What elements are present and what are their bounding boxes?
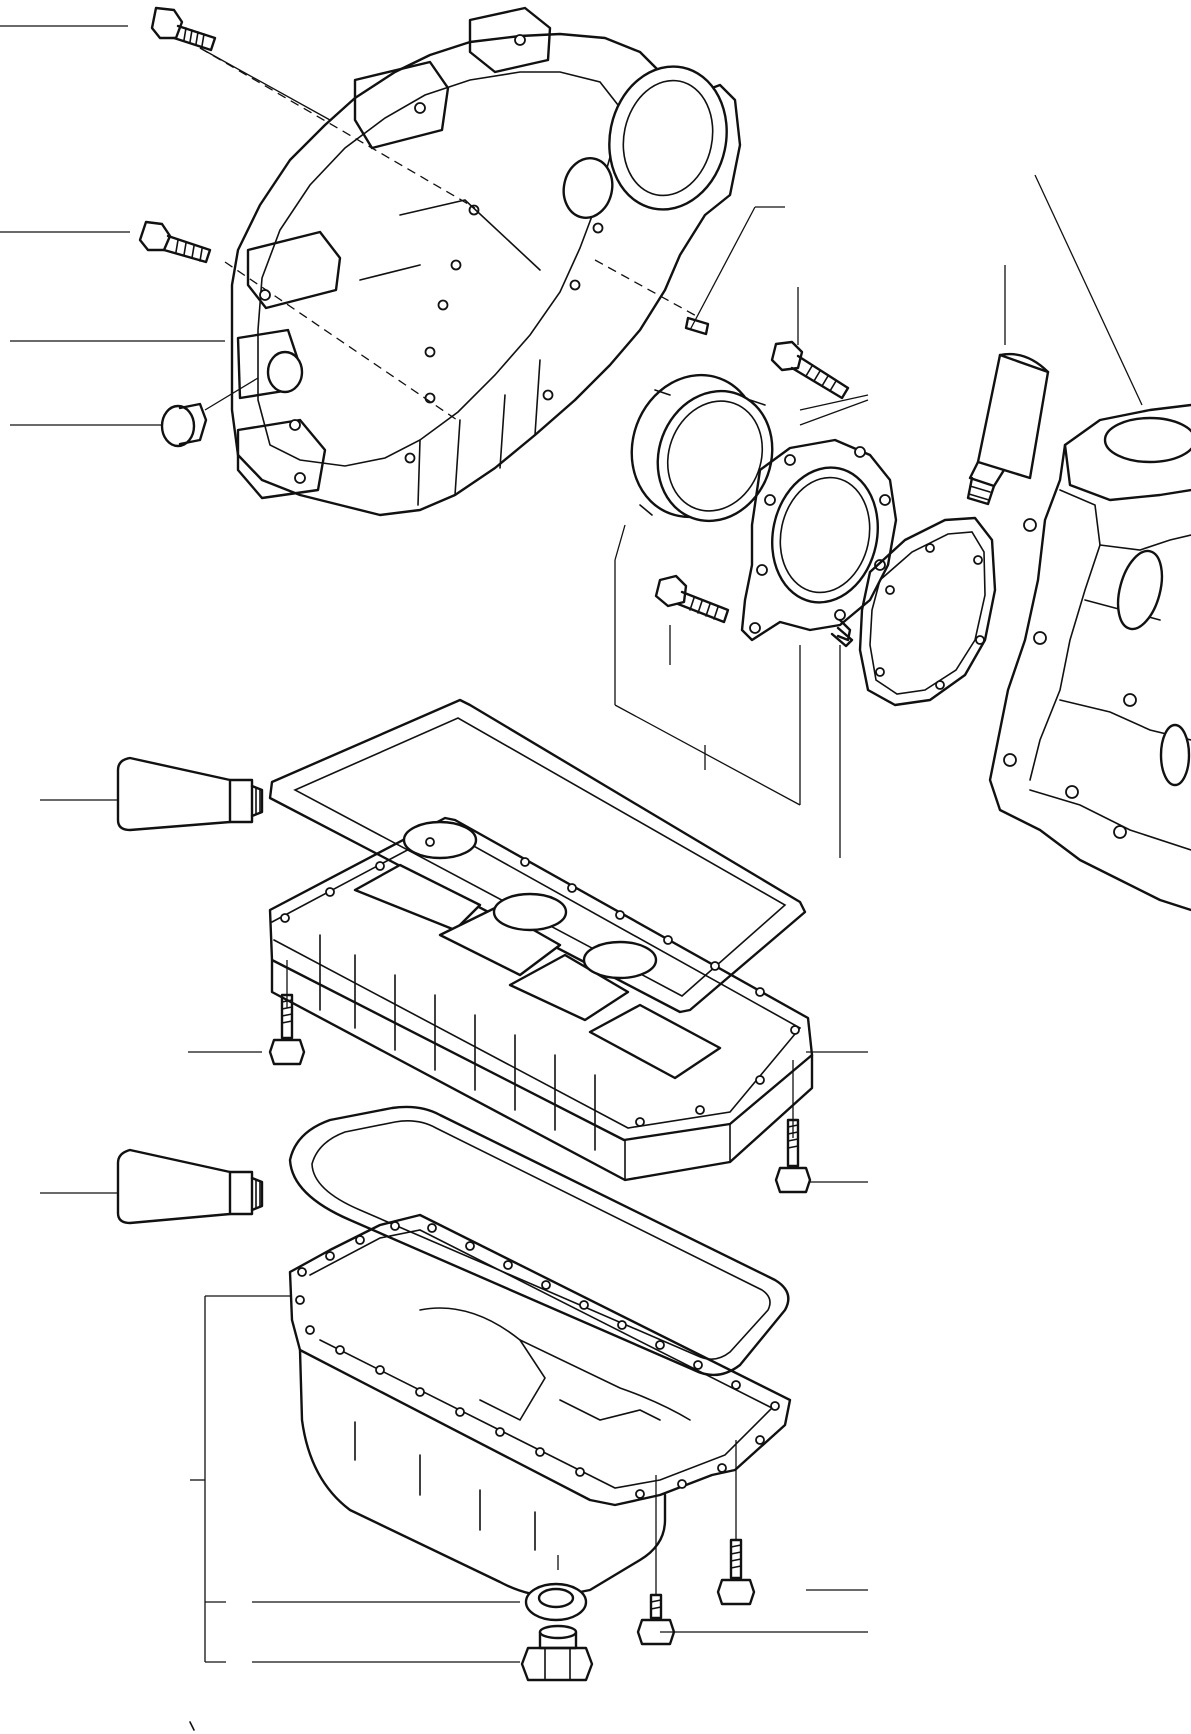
- sealant-tube: [966, 352, 1050, 506]
- oil-pan-bolt: [716, 1538, 756, 1606]
- sealant-tube: [116, 1148, 264, 1225]
- sealant-tube: [116, 756, 264, 832]
- adapter-bolt-right: [774, 1118, 812, 1194]
- oil-seal: [630, 373, 774, 523]
- corner-mark: [189, 1721, 195, 1731]
- oil-pan: [288, 1213, 792, 1598]
- adapter-bolt-left: [268, 993, 306, 1066]
- retainer-gasket: [858, 516, 997, 707]
- adapter-plate: [268, 816, 814, 1182]
- leader-lines: [0, 25, 1143, 1663]
- adapter-gasket: [268, 698, 807, 1014]
- cylinder-block: [988, 403, 1191, 912]
- oil-pan-gasket: [288, 1105, 790, 1377]
- dowel-pin: [684, 316, 710, 336]
- flywheel-housing: [199, 6, 742, 517]
- retainer-bolt-lower: [654, 574, 854, 648]
- retainer-bolt-upper: [770, 340, 850, 400]
- housing-bolt-lower: [138, 220, 212, 264]
- housing-plug: [160, 402, 208, 448]
- housing-bolt-upper: [150, 6, 217, 52]
- drain-plug: [520, 1624, 594, 1682]
- drain-plug-washer: [524, 1582, 588, 1622]
- seal-retainer-plate: [740, 438, 898, 642]
- oil-pan-bolt: [636, 1593, 676, 1646]
